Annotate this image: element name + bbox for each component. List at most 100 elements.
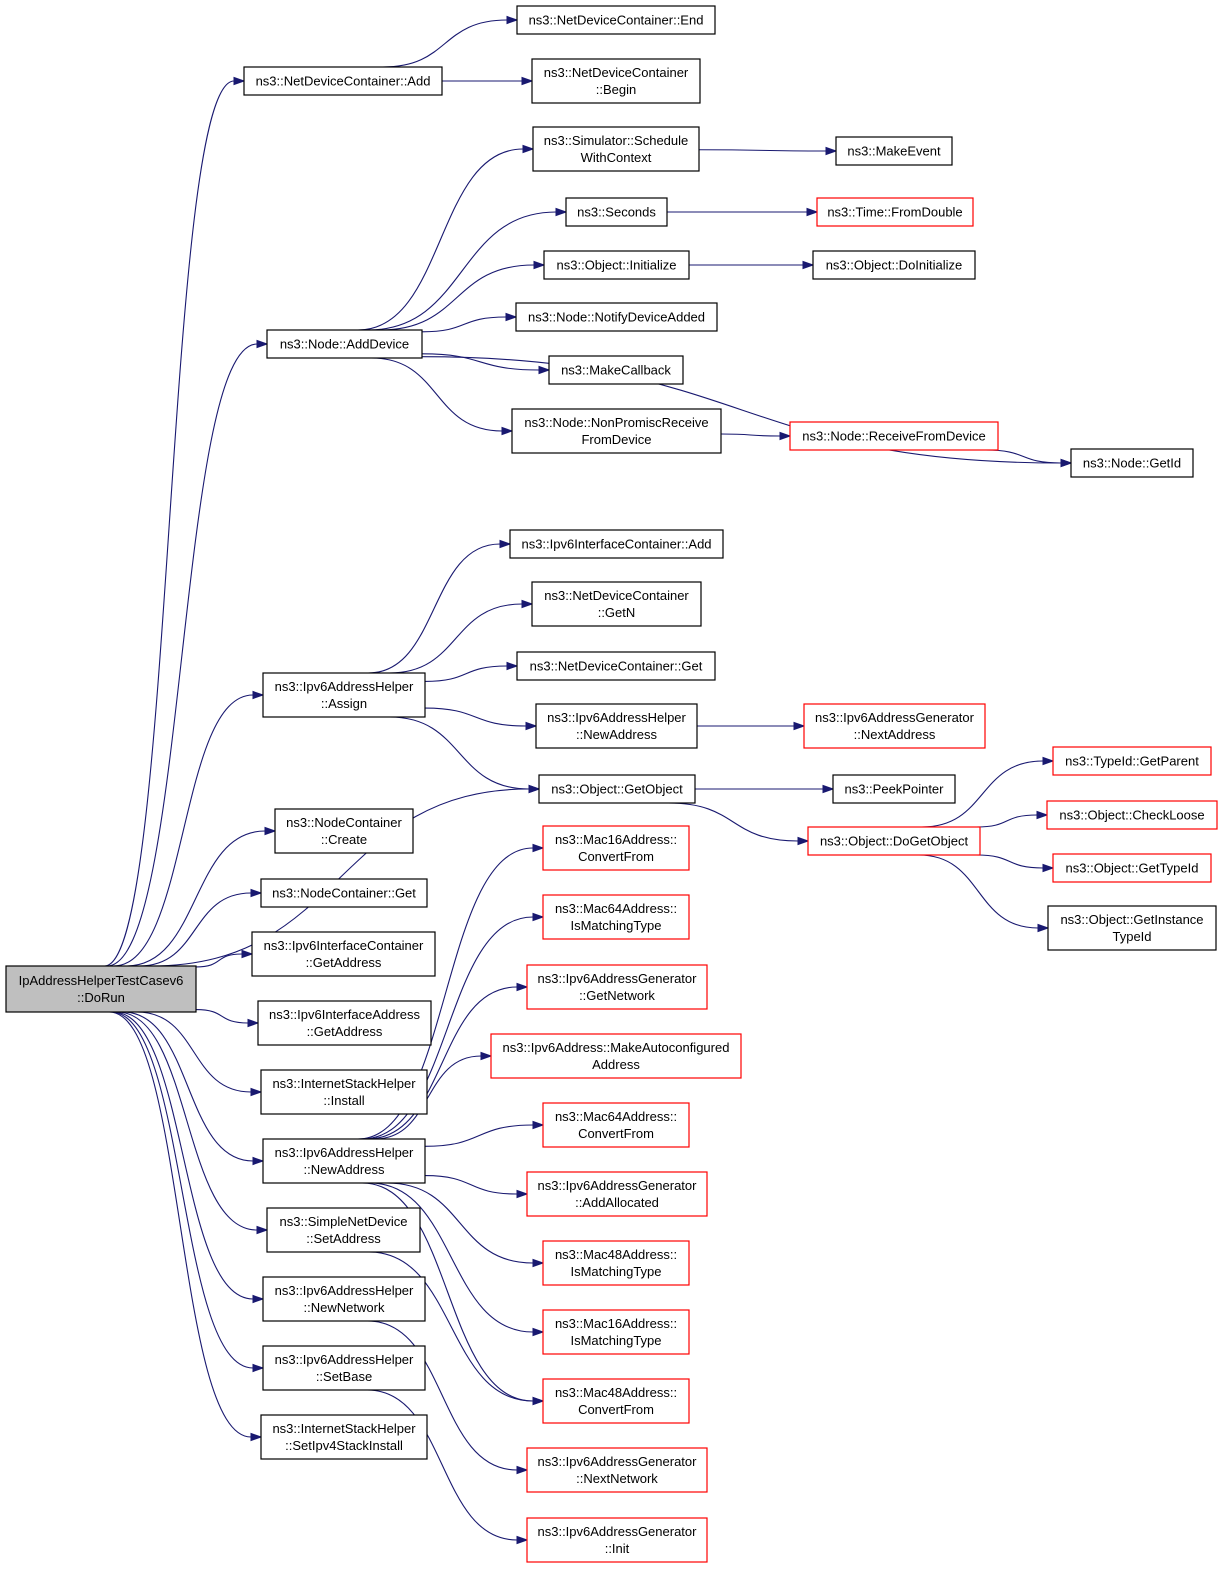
node-label-time-from-double-line-1: ns3::Time::FromDouble xyxy=(827,205,962,220)
node-peek-pointer[interactable]: ns3::PeekPointer xyxy=(832,774,956,804)
node-ndc-end[interactable]: ns3::NetDeviceContainer::End xyxy=(516,5,716,35)
node-nc-create[interactable]: ns3::NodeContainer::Create xyxy=(274,808,414,854)
node-obj-get-object[interactable]: ns3::Object::GetObject xyxy=(538,774,696,804)
node-ipv6-set-base[interactable]: ns3::Ipv6AddressHelper::SetBase xyxy=(262,1345,426,1391)
edge-root-to-obj-get-object xyxy=(151,788,530,967)
arrowhead-node-recv xyxy=(779,431,792,441)
node-ndc-get[interactable]: ns3::NetDeviceContainer::Get xyxy=(516,651,716,681)
edge-root-to-ipv6-assign xyxy=(113,694,254,967)
node-node-recv[interactable]: ns3::Node::ReceiveFromDevice xyxy=(789,421,999,451)
arrowhead-seconds xyxy=(555,207,568,217)
node-mac16-is-match[interactable]: ns3::Mac16Address::IsMatchingType xyxy=(542,1309,690,1355)
node-obj-do-get-object[interactable]: ns3::Object::DoGetObject xyxy=(807,826,981,856)
node-ndc-get-n[interactable]: ns3::NetDeviceContainer::GetN xyxy=(531,581,702,627)
node-obj-get-type-id[interactable]: ns3::Object::GetTypeId xyxy=(1052,853,1212,883)
arrowhead-ndc-get-n xyxy=(521,599,534,609)
node-label-nc-create-line-1: ns3::NodeContainer xyxy=(286,815,402,830)
edge-node-non-promisc-to-node-recv xyxy=(720,433,781,437)
node-label-ipv6-set-base-line-1: ns3::Ipv6AddressHelper xyxy=(275,1352,414,1367)
node-gen-next-addr[interactable]: ns3::Ipv6AddressGenerator::NextAddress xyxy=(803,703,986,749)
node-box-ndc-end xyxy=(516,5,716,35)
node-ipv6ic-add[interactable]: ns3::Ipv6InterfaceContainer::Add xyxy=(509,529,724,559)
node-ipv6-new-net[interactable]: ns3::Ipv6AddressHelper::NewNetwork xyxy=(262,1276,426,1322)
node-ndc-begin[interactable]: ns3::NetDeviceContainer::Begin xyxy=(531,58,701,104)
edge-root-to-ipv6ia-get-addr xyxy=(195,1009,249,1024)
node-mac48-is-match[interactable]: ns3::Mac48Address::IsMatchingType xyxy=(542,1240,690,1286)
node-box-mac64-convert xyxy=(542,1102,690,1148)
arrowhead-mac48-convert xyxy=(532,1396,545,1406)
edge-ipv6-assign-to-ndc-get xyxy=(424,665,508,682)
arrowhead-node-notify xyxy=(505,312,518,322)
node-nc-get[interactable]: ns3::NodeContainer::Get xyxy=(260,878,428,908)
node-gen-init[interactable]: ns3::Ipv6AddressGenerator::Init xyxy=(526,1517,708,1563)
node-ish-set-ipv4[interactable]: ns3::InternetStackHelper::SetIpv4StackIn… xyxy=(260,1414,428,1460)
node-node-get-id[interactable]: ns3::Node::GetId xyxy=(1070,448,1194,478)
edge-root-to-ish-install xyxy=(136,1011,252,1093)
node-box-sim-schedule xyxy=(532,126,700,172)
node-label-ipv6-new-addr2-line-1: ns3::Ipv6AddressHelper xyxy=(275,1145,414,1160)
node-mac64-is-match[interactable]: ns3::Mac64Address::IsMatchingType xyxy=(542,894,690,940)
arrowhead-ipv6-assign xyxy=(252,690,265,700)
node-ipv6-new-addr1[interactable]: ns3::Ipv6AddressHelper::NewAddress xyxy=(535,703,698,749)
node-time-from-double[interactable]: ns3::Time::FromDouble xyxy=(816,197,974,227)
edge-obj-do-get-object-to-obj-check-loose xyxy=(976,814,1038,828)
node-ndc-add[interactable]: ns3::NetDeviceContainer::Add xyxy=(243,66,443,96)
node-make-event[interactable]: ns3::MakeEvent xyxy=(835,136,953,166)
node-label-type-id-get-parent-line-1: ns3::TypeId::GetParent xyxy=(1065,754,1199,769)
node-ipv6ic-get-addr[interactable]: ns3::Ipv6InterfaceContainer::GetAddress xyxy=(251,931,436,977)
node-label-ipv6-new-addr1-line-1: ns3::Ipv6AddressHelper xyxy=(547,710,686,725)
node-node-notify[interactable]: ns3::Node::NotifyDeviceAdded xyxy=(515,302,718,332)
node-ipv6-make-auto[interactable]: ns3::Ipv6Address::MakeAutoconfiguredAddr… xyxy=(490,1033,742,1079)
arrowhead-mac64-convert xyxy=(532,1120,545,1130)
node-obj-check-loose[interactable]: ns3::Object::CheckLoose xyxy=(1046,800,1218,830)
arrowhead-ipv6-new-addr1 xyxy=(525,721,538,731)
arrowhead-ipv6-new-net xyxy=(252,1294,265,1304)
node-box-obj-get-instance xyxy=(1047,905,1217,951)
node-label-mac48-is-match-line-2: IsMatchingType xyxy=(570,1264,661,1279)
node-ipv6ia-get-addr[interactable]: ns3::Ipv6InterfaceAddress::GetAddress xyxy=(257,1000,432,1046)
edge-ipv6-assign-to-ipv6ic-add xyxy=(368,543,501,674)
node-label-node-non-promisc-line-1: ns3::Node::NonPromiscReceive xyxy=(524,415,708,430)
node-ipv6-new-addr2[interactable]: ns3::Ipv6AddressHelper::NewAddress xyxy=(262,1138,426,1184)
arrowhead-node-add-device xyxy=(256,339,269,349)
node-mac48-convert[interactable]: ns3::Mac48Address::ConvertFrom xyxy=(542,1378,690,1424)
edge-ipv6-new-addr2-to-gen-add-alloc xyxy=(424,1175,518,1195)
node-mac64-convert[interactable]: ns3::Mac64Address::ConvertFrom xyxy=(542,1102,690,1148)
node-node-add-device[interactable]: ns3::Node::AddDevice xyxy=(266,329,423,359)
node-make-callback[interactable]: ns3::MakeCallback xyxy=(548,355,684,385)
arrowhead-obj-check-loose xyxy=(1036,810,1049,820)
node-label-ipv6-assign-line-2: ::Assign xyxy=(321,696,367,711)
node-gen-get-network[interactable]: ns3::Ipv6AddressGenerator::GetNetwork xyxy=(526,964,708,1010)
node-gen-add-alloc[interactable]: ns3::Ipv6AddressGenerator::AddAllocated xyxy=(526,1171,708,1217)
edge-root-to-ipv6-new-net xyxy=(113,1011,254,1300)
node-label-make-event-line-1: ns3::MakeEvent xyxy=(847,144,941,159)
node-box-ndc-get xyxy=(516,651,716,681)
node-box-time-from-double xyxy=(816,197,974,227)
node-mac16-convert[interactable]: ns3::Mac16Address::ConvertFrom xyxy=(542,825,690,871)
node-label-ndc-begin-line-1: ns3::NetDeviceContainer xyxy=(544,65,689,80)
node-ipv6-assign[interactable]: ns3::Ipv6AddressHelper::Assign xyxy=(262,672,426,718)
edge-ipv6-new-addr2-to-mac16-convert xyxy=(357,847,534,1140)
arrowhead-mac48-is-match xyxy=(532,1258,545,1268)
arrowhead-ndc-get xyxy=(506,661,519,671)
node-box-gen-init xyxy=(526,1517,708,1563)
node-snd-set-addr[interactable]: ns3::SimpleNetDevice::SetAddress xyxy=(266,1207,421,1253)
node-obj-do-init[interactable]: ns3::Object::DoInitialize xyxy=(812,250,976,280)
node-box-ish-install xyxy=(260,1069,428,1115)
node-obj-init[interactable]: ns3::Object::Initialize xyxy=(543,250,690,280)
node-box-ndc-begin xyxy=(531,58,701,104)
node-root[interactable]: IpAddressHelperTestCasev6::DoRun xyxy=(5,965,197,1013)
arrowhead-type-id-get-parent xyxy=(1042,756,1055,766)
node-label-ndc-get-line-1: ns3::NetDeviceContainer::Get xyxy=(530,659,703,674)
node-ish-install[interactable]: ns3::InternetStackHelper::Install xyxy=(260,1069,428,1115)
node-seconds[interactable]: ns3::Seconds xyxy=(565,197,668,227)
node-box-peek-pointer xyxy=(832,774,956,804)
node-gen-next-net[interactable]: ns3::Ipv6AddressGenerator::NextNetwork xyxy=(526,1447,708,1493)
edge-ipv6-new-net-to-gen-next-net xyxy=(367,1320,518,1471)
node-type-id-get-parent[interactable]: ns3::TypeId::GetParent xyxy=(1052,746,1212,776)
arrowhead-gen-next-addr xyxy=(793,721,806,731)
edge-obj-do-get-object-to-obj-get-type-id xyxy=(976,854,1044,869)
